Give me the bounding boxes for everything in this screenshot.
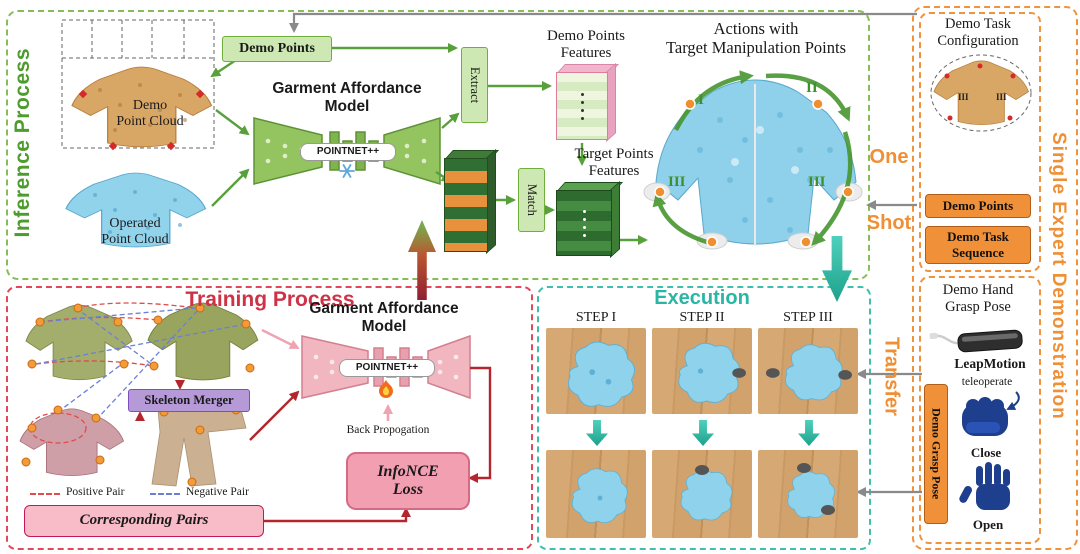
negative-pair-label: Negative Pair bbox=[186, 486, 249, 498]
actions-title: Actions with Target Manipulation Points bbox=[665, 19, 847, 57]
operated-features-box bbox=[444, 148, 500, 254]
back-propogation-label: Back Propogation bbox=[346, 424, 430, 436]
training-backbone-label: POINTNET++ bbox=[339, 359, 435, 377]
open-label: Open bbox=[972, 517, 1004, 532]
demonstration-panel bbox=[912, 6, 1078, 550]
demo-task-config-title: Demo Task Configuration bbox=[937, 16, 1019, 49]
demo-points-button-label: Demo Points bbox=[942, 198, 1014, 213]
one-shot-word2: Shot bbox=[866, 212, 912, 234]
demo-hand-grasp-subpanel bbox=[919, 276, 1041, 544]
leapmotion-label: LeapMotion bbox=[954, 356, 1026, 371]
inference-model-title: Garment Affordance Model bbox=[272, 80, 422, 115]
skeleton-merger-box: Skeleton Merger bbox=[128, 389, 250, 412]
extract-box: Extract bbox=[461, 47, 488, 123]
demo-points-button: Demo Points bbox=[925, 194, 1031, 218]
execution-image-step2-row1 bbox=[652, 328, 752, 414]
execution-image-step1-row1 bbox=[546, 328, 646, 414]
one-shot-word3: Transfer bbox=[880, 336, 903, 416]
positive-pair-label: Positive Pair bbox=[66, 486, 125, 498]
operated-point-cloud-label: Operated Point Cloud bbox=[101, 216, 169, 248]
corresponding-pairs-box: Corresponding Pairs bbox=[24, 505, 264, 537]
demo-task-sequence-button: Demo Task Sequence bbox=[925, 226, 1031, 264]
skeleton-merger-label: Skeleton Merger bbox=[144, 393, 234, 408]
one-shot-word1: One bbox=[869, 146, 909, 168]
execution-image-step2-row2 bbox=[652, 450, 752, 538]
demo-task-sequence-label: Demo Task Sequence bbox=[947, 229, 1009, 260]
execution-panel bbox=[537, 286, 871, 550]
training-panel bbox=[6, 286, 533, 550]
step2-label: STEP II bbox=[679, 310, 725, 325]
teleoperate-label: teleoperate bbox=[961, 376, 1013, 388]
target-points-features-box bbox=[556, 180, 624, 258]
inference-panel bbox=[6, 10, 870, 280]
step1-label: STEP I bbox=[575, 310, 617, 325]
inference-title: Inference Process bbox=[11, 48, 34, 238]
execution-image-step3-row2 bbox=[758, 450, 858, 538]
step3-label: STEP III bbox=[783, 310, 833, 325]
demo-points-features-label: Demo Points Features bbox=[547, 28, 625, 62]
close-label: Close bbox=[970, 445, 1002, 460]
training-model-title: Garment Affordance Model bbox=[309, 300, 459, 335]
demo-task-config-subpanel bbox=[919, 12, 1041, 272]
demonstration-title: Single Expert Demonstration bbox=[1048, 132, 1069, 420]
inference-backbone-label: POINTNET++ bbox=[300, 143, 396, 161]
execution-title: Execution bbox=[654, 287, 750, 309]
infonce-loss-box: InfoNCE Loss bbox=[346, 452, 470, 510]
match-box: Match bbox=[518, 168, 545, 232]
demo-points-box-label: Demo Points bbox=[239, 41, 315, 56]
positive-pair-legend: Positive Pair bbox=[30, 486, 124, 498]
demo-points-box: Demo Points bbox=[222, 36, 332, 62]
demo-points-features-box bbox=[556, 62, 620, 143]
negative-pair-legend: Negative Pair bbox=[150, 486, 249, 498]
positive-pair-swatch bbox=[30, 493, 60, 498]
negative-pair-swatch bbox=[150, 493, 180, 498]
execution-image-step1-row2 bbox=[546, 450, 646, 538]
target-points-features-label: Target Points Features bbox=[574, 146, 654, 180]
demo-point-cloud-label: Demo Point Cloud bbox=[116, 98, 184, 130]
demo-grasp-pose-button: Demo Grasp Pose bbox=[924, 384, 948, 524]
execution-image-step3-row1 bbox=[758, 328, 858, 414]
demo-hand-grasp-title: Demo Hand Grasp Pose bbox=[942, 282, 1014, 315]
